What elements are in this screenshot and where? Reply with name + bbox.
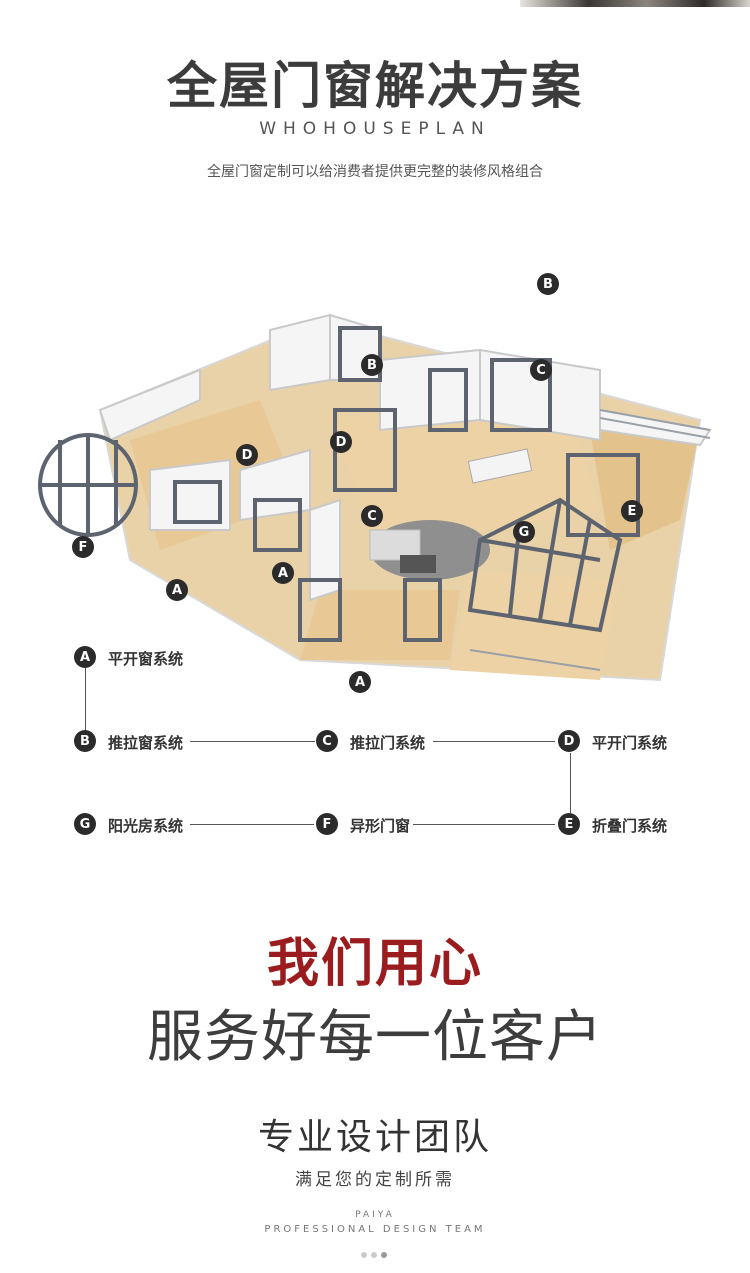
page-description: 全屋门窗定制可以给消费者提供更完整的装修风格组合 xyxy=(207,164,543,180)
sunroom-structure xyxy=(467,497,623,633)
house-floorplan-illustration xyxy=(38,313,712,682)
legend-connector-c-d xyxy=(433,741,555,742)
slogan-red-headline: 我们用心 xyxy=(266,934,483,994)
legend-badge-f: F xyxy=(316,813,338,835)
legend-connector-e-f xyxy=(413,824,555,825)
wood-floor-sunroom xyxy=(450,570,620,680)
marker-d-left: D xyxy=(236,444,258,466)
marker-e: E xyxy=(621,500,643,522)
legend-badge-d: D xyxy=(558,730,580,752)
marker-a-bottom: A xyxy=(349,671,371,693)
legend-label-b: 推拉窗系统 xyxy=(108,734,184,752)
marker-c-center: C xyxy=(361,505,383,527)
marker-b-room: B xyxy=(361,354,383,376)
top-banner-strip xyxy=(0,0,750,8)
brand-tagline: PROFESSIONAL DESIGN TEAM xyxy=(264,1224,486,1235)
legend-label-f: 异形门窗 xyxy=(350,817,411,835)
legend-label-a: 平开窗系统 xyxy=(108,650,184,668)
carousel-dots xyxy=(361,1252,391,1260)
marker-a-center: A xyxy=(272,562,294,584)
carousel-dot[interactable] xyxy=(371,1252,377,1258)
legend-connector-b-c xyxy=(190,741,315,742)
legend-connector-d-e xyxy=(570,753,571,813)
top-banner-photo xyxy=(520,0,750,7)
window-frames xyxy=(173,326,640,642)
team-title: 专业设计团队 xyxy=(257,1117,492,1158)
marker-c-room: C xyxy=(530,359,552,381)
marker-f: F xyxy=(72,536,94,558)
dining-table xyxy=(467,448,533,484)
wood-floor-right xyxy=(590,430,700,550)
brand-name: PAIYA xyxy=(355,1210,395,1220)
legend-label-c: 推拉门系统 xyxy=(350,734,426,752)
wood-floor-bottom xyxy=(300,590,460,660)
legend-badge-e: E xyxy=(558,813,580,835)
legend-badge-a: A xyxy=(74,646,96,668)
marker-a-left: A xyxy=(166,579,188,601)
legend-connector-a-b xyxy=(85,668,86,741)
balcony-railings xyxy=(469,409,711,671)
carousel-dot-active[interactable] xyxy=(381,1252,387,1258)
legend-badge-c: C xyxy=(316,730,338,752)
team-subtitle: 满足您的定制所需 xyxy=(295,1170,455,1190)
legend-label-d: 平开门系统 xyxy=(592,734,668,752)
page-title: 全屋门窗解决方案 xyxy=(167,57,583,115)
marker-d-center: D xyxy=(330,431,352,453)
legend-badge-g: G xyxy=(74,813,96,835)
coffee-table xyxy=(400,555,436,573)
marker-b-top: B xyxy=(537,273,559,295)
legend-label-g: 阳光房系统 xyxy=(108,817,184,835)
round-bay-window xyxy=(38,433,138,537)
legend-connector-f-g xyxy=(190,824,314,825)
marker-g: G xyxy=(513,521,535,543)
legend-badge-b: B xyxy=(74,730,96,752)
carousel-dot[interactable] xyxy=(361,1252,367,1258)
legend-label-e: 折叠门系统 xyxy=(592,817,668,835)
slogan-gray-headline: 服务好每一位客户 xyxy=(147,1005,603,1070)
page-subtitle-en: WHOHOUSEPLAN xyxy=(259,119,491,139)
